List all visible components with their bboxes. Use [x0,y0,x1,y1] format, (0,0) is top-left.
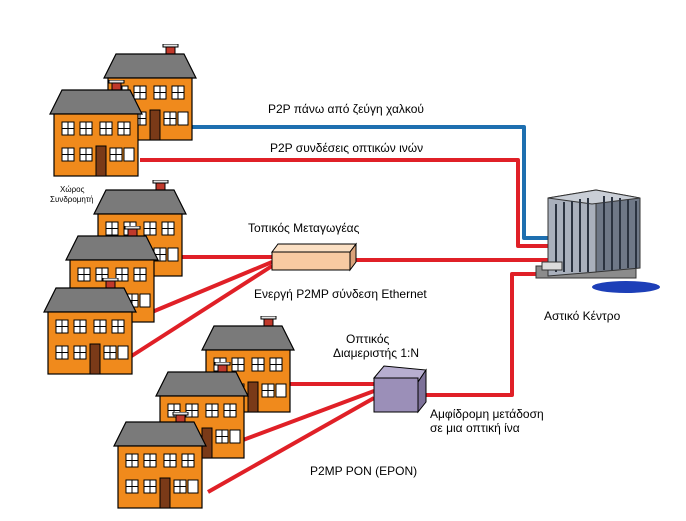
house-icon [43,278,137,375]
fiber-label: P2P συνδέσεις οπτικών ινών [270,141,423,155]
local-switch-icon [271,242,357,272]
central-office-label: Αστικό Κέντρο [544,309,621,323]
bidirectional-label-line1: Αμφίδρομη μετάδοση [430,407,544,421]
splitter-link-2 [242,389,375,442]
subscriber-label-line2: Συνδρομητή [50,195,93,204]
splitter-link-3 [207,396,375,494]
optical-splitter-icon [373,365,427,414]
switch-link-3 [128,264,274,359]
fiber-line-direct [140,158,548,248]
copper-label: P2P πάνω από ζεύγη χαλκού [268,102,424,116]
house-icon [49,80,143,177]
splitter-label-line2: Διαμεριστής 1:N [333,346,419,360]
ethernet-label: Ενεργή P2MP σύνδεση Ethernet [254,287,427,301]
fiber-line-splitter [426,272,548,397]
bidirectional-label-line2: σε μια οπτική ίνα [430,421,520,435]
house-icon [113,412,207,509]
subscriber-label-line1: Χώρος [60,185,85,194]
switch-label: Τοπικός Μεταγωγέας [248,221,360,235]
copper-line [192,125,548,240]
central-office-icon [535,189,660,293]
splitter-label-line1: Οπτικός [346,332,390,346]
switch-link-2 [151,260,273,314]
pon-label: P2MP PON (EPON) [310,464,417,478]
